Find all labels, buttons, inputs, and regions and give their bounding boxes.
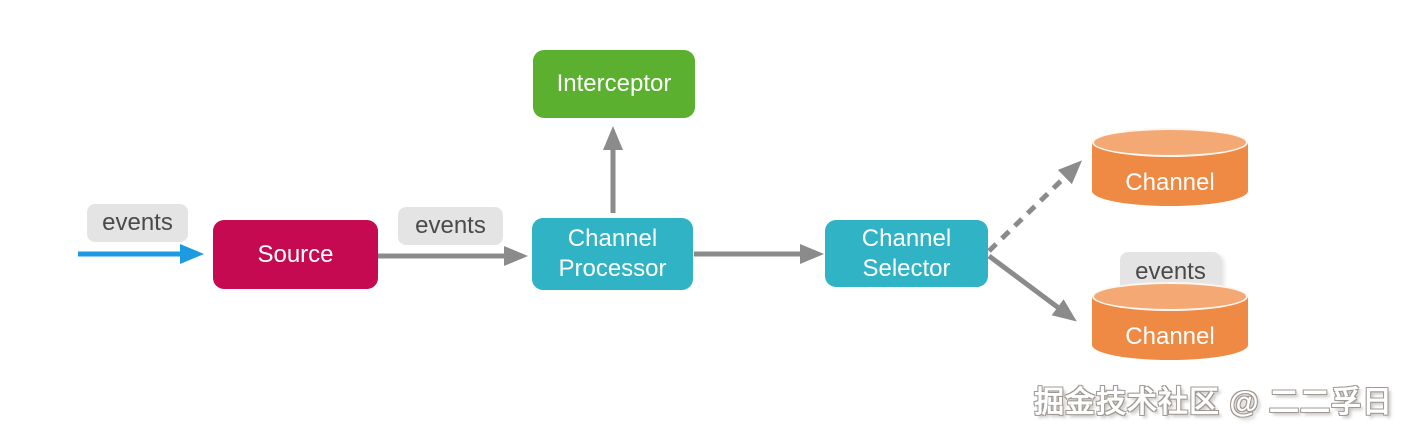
node-channel-processor: Channel Processor xyxy=(532,218,693,290)
node-channel-top-cylinder: Channel xyxy=(1092,128,1248,206)
node-source: Source xyxy=(213,220,378,289)
node-channel-bottom-label: Channel xyxy=(1125,323,1215,350)
arrow-selector-to-channel-top xyxy=(987,160,1083,253)
node-channel-selector: Channel Selector xyxy=(825,220,988,287)
watermark-text: 掘金技术社区 @ 二二孚日 xyxy=(1034,386,1393,419)
node-channel-selector-label: Channel Selector xyxy=(861,224,952,282)
node-source-label: Source xyxy=(257,240,334,268)
events-label-text: events xyxy=(102,209,173,236)
events-label-text: events xyxy=(1135,257,1206,285)
node-interceptor-label: Interceptor xyxy=(556,70,672,97)
arrow-selector-to-channel-bottom xyxy=(987,253,1077,322)
events-label-text: events xyxy=(415,212,486,239)
node-channel-top-label: Channel xyxy=(1125,169,1215,196)
events-label-middle: events xyxy=(398,207,503,245)
node-interceptor: Interceptor xyxy=(533,50,695,118)
cylinder-top-ellipse xyxy=(1092,282,1248,311)
node-channel-processor-label: Channel Processor xyxy=(558,225,667,282)
cylinder-top-ellipse xyxy=(1092,128,1248,157)
events-label-input: events xyxy=(87,204,188,242)
node-channel-bottom-cylinder: Channel xyxy=(1092,282,1248,360)
